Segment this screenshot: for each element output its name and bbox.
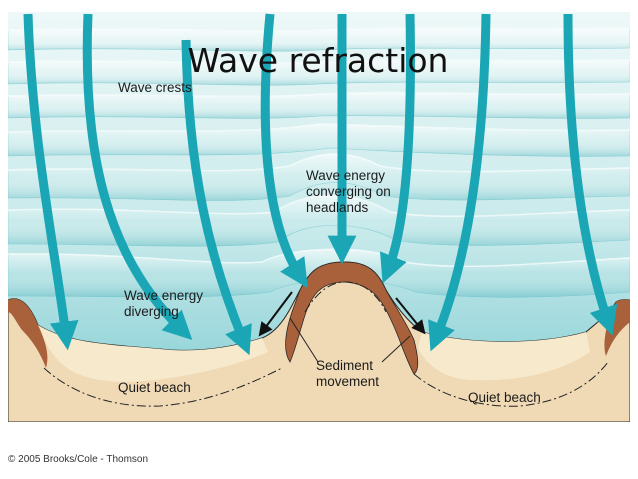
diagram-title: Wave refraction <box>188 41 449 80</box>
copyright-text: © 2005 Brooks/Cole - Thomson <box>8 454 148 465</box>
label-converging-line-3: headlands <box>306 200 369 215</box>
label-converging: Wave energy converging on headlands <box>306 168 391 215</box>
sediment-leaders <box>289 317 411 363</box>
sediment-arrows <box>258 291 426 337</box>
label-diverging: Wave energy diverging <box>124 288 203 319</box>
label-diverging-line-2: diverging <box>124 304 179 319</box>
label-sediment: Sediment movement <box>316 358 379 389</box>
wave-ray-7 <box>428 13 491 352</box>
wave-ray-4 <box>260 13 308 289</box>
label-diverging-line-1: Wave energy <box>124 288 203 303</box>
wave-rays <box>23 13 618 356</box>
right-cliff <box>604 299 630 356</box>
beach-inland-boundary <box>43 281 609 407</box>
label-converging-line-1: Wave energy <box>306 168 385 183</box>
label-wave-crests: Wave crests <box>118 80 192 95</box>
wave-ray-3 <box>181 39 252 356</box>
quiet-beach-right-sand <box>418 332 590 381</box>
label-sediment-line-1: Sediment <box>316 358 373 373</box>
wave-ray-1 <box>23 13 79 351</box>
label-quiet-beach-right: Quiet beach <box>468 390 541 405</box>
label-sediment-line-2: movement <box>316 374 379 389</box>
label-quiet-beach-left: Quiet beach <box>118 380 191 395</box>
sediment-arrow-left <box>258 291 293 337</box>
quiet-beach-left-sand <box>38 325 268 382</box>
wave-ray-6 <box>379 13 415 284</box>
wave-ray-2 <box>82 13 193 341</box>
wave-ray-8 <box>563 13 618 336</box>
sediment-arrow-right <box>395 297 426 335</box>
left-cliff <box>8 298 48 368</box>
headland-cliff <box>285 261 419 375</box>
label-converging-line-2: converging on <box>306 184 391 199</box>
